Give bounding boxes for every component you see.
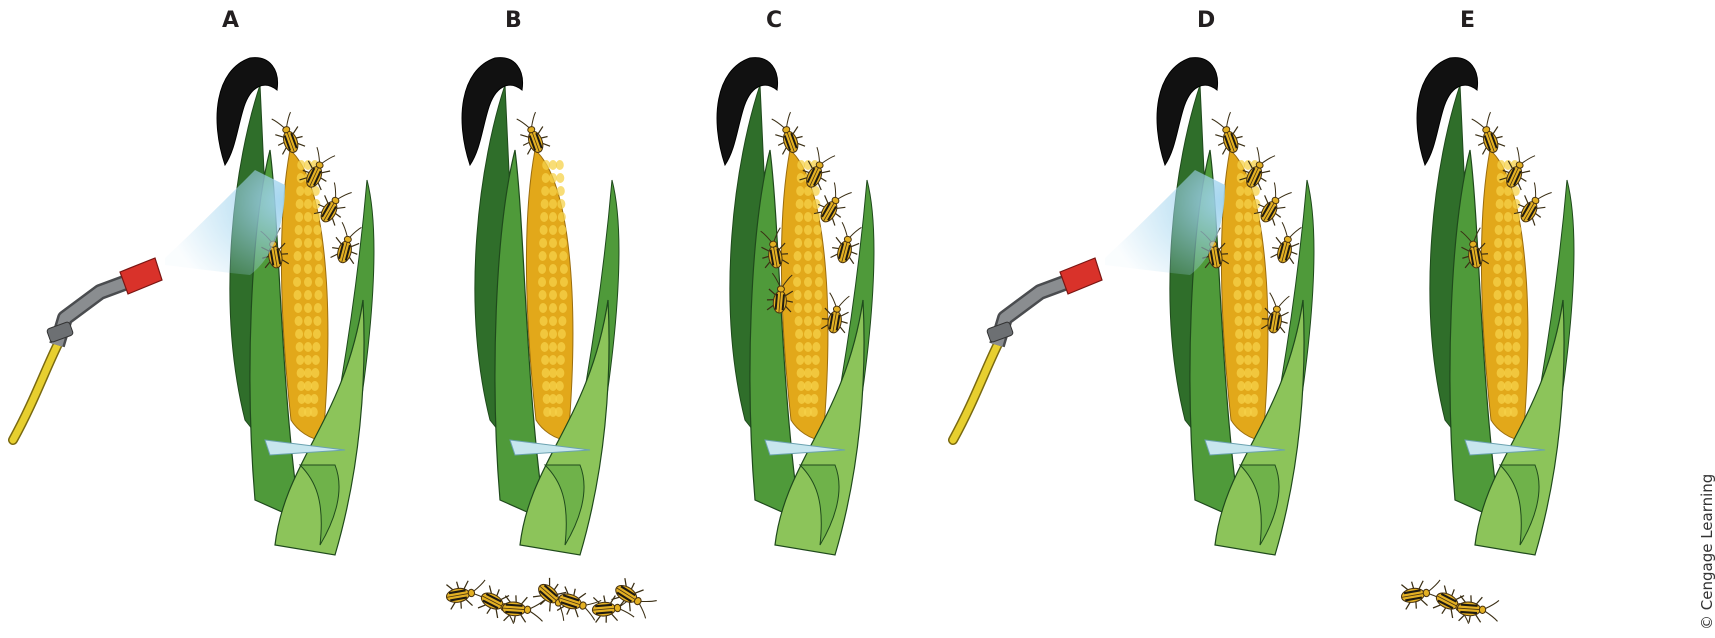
- beetle: [1469, 111, 1507, 157]
- copyright-notice: © Cengage Learning: [1698, 474, 1715, 630]
- corn-ear-d: [1157, 58, 1314, 555]
- beetle: [514, 111, 552, 157]
- beetle: [555, 585, 602, 624]
- corn-ear-a: [217, 58, 374, 555]
- corn-ear-b: [444, 58, 658, 627]
- beetle: [609, 576, 658, 621]
- beetle: [769, 111, 807, 157]
- corn-ear-e: [1399, 58, 1574, 627]
- beetle: [1209, 111, 1247, 157]
- beetle: [269, 111, 307, 157]
- beetle: [501, 594, 544, 624]
- beetle: [1456, 594, 1499, 624]
- corn-ear-c: [717, 58, 874, 555]
